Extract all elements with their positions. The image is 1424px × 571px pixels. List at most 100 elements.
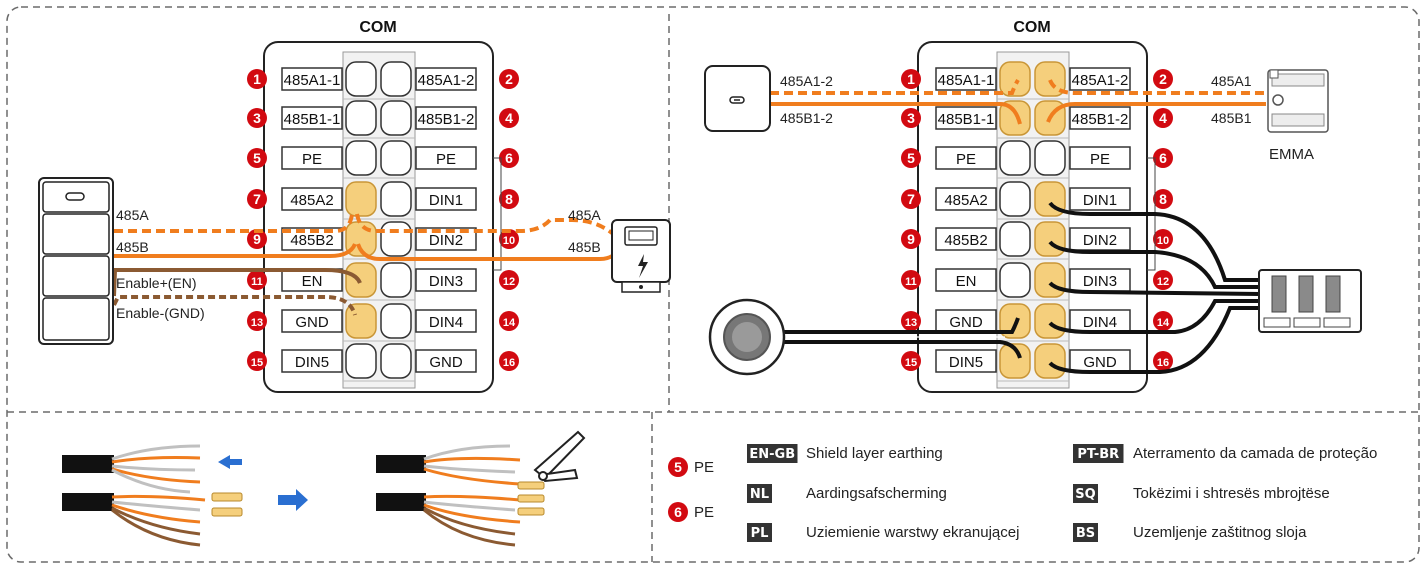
- right-pin-label-left: 485A2: [944, 192, 987, 209]
- left-pin-label-left: 485B1-1: [284, 111, 341, 128]
- left-badge-left-num: 13: [251, 317, 263, 329]
- legend-pe6-num: 6: [674, 504, 682, 520]
- left-pin-label-right: DIN1: [429, 192, 463, 209]
- right-badge-right-num: 12: [1157, 276, 1169, 288]
- legend-pe5-text: PE: [694, 459, 714, 476]
- inverter-stack-icon: [38, 177, 114, 345]
- left-pin-box-right: [415, 67, 477, 91]
- label-enable-gnd: Enable-(GND): [116, 305, 205, 321]
- right-pin-label-right: 485B1-2: [1072, 111, 1129, 128]
- left-terminal-r7: [380, 343, 412, 379]
- left-pe-bracket: [493, 157, 502, 271]
- left-terminal-r0: [380, 61, 412, 97]
- legend-tag: SQ: [1075, 487, 1095, 502]
- legend-text: Aardingsafscherming: [806, 485, 947, 502]
- left-badge-right: [499, 189, 519, 209]
- left-pin-box-left: [281, 187, 343, 211]
- right-badge-left: [901, 351, 921, 371]
- left-pin-box-left: [281, 309, 343, 333]
- right-pin-label-left: 485A1-1: [938, 72, 995, 89]
- right-badge-right-num: 10: [1157, 235, 1169, 247]
- left-pin-box-left: [281, 227, 343, 251]
- emergency-stop-icon: [708, 298, 786, 376]
- left-badge-left: [247, 270, 267, 290]
- di-relay-box-icon: [1258, 269, 1362, 333]
- left-pin-box-right: [415, 146, 477, 170]
- legend-tag: BS: [1076, 526, 1095, 541]
- left-pin-box-left: [281, 146, 343, 170]
- right-badge-left-num: 9: [907, 231, 915, 247]
- legend-tag-bg: [747, 444, 798, 463]
- right-wires: [747, 78, 1266, 374]
- right-badge-left-num: 11: [905, 276, 917, 288]
- legend-tag: PT-BR: [1077, 447, 1119, 462]
- left-badge-left: [247, 189, 267, 209]
- left-badge-right: [499, 311, 519, 331]
- legend-pe6: 6 PE: [668, 502, 714, 522]
- right-terminal-l2: [999, 140, 1031, 176]
- right-pin-label-right: DIN4: [1083, 314, 1117, 331]
- right-badge-left: [901, 148, 921, 168]
- legend-tag-bg: [747, 523, 772, 542]
- right-pin-box-left: [935, 227, 997, 251]
- right-badge-right-num: 4: [1159, 110, 1167, 126]
- left-pin-label-left: EN: [302, 273, 323, 290]
- left-badge-left: [247, 229, 267, 249]
- right-terminal-r4: [1034, 221, 1066, 257]
- right-badge-right: [1153, 270, 1173, 290]
- left-pin-label-left: 485A2: [290, 192, 333, 209]
- left-badge-left-num: 9: [253, 231, 261, 247]
- legend-pe6-text: PE: [694, 504, 714, 521]
- label-meter-485a: 485A: [568, 207, 601, 223]
- right-badge-right-num: 8: [1159, 191, 1167, 207]
- label-485b1-2: 485B1-2: [780, 110, 833, 126]
- right-terminal-r2: [1034, 140, 1066, 176]
- legend-text: Shield layer earthing: [806, 445, 943, 462]
- left-pin-label-left: 485B2: [290, 232, 333, 249]
- left-terminal-l6: [345, 303, 377, 339]
- left-badge-right: [499, 351, 519, 371]
- right-pin-label-right: GND: [1083, 354, 1117, 371]
- right-pin-box-right: [1069, 106, 1131, 130]
- right-badge-right: [1153, 311, 1173, 331]
- label-meter-485b: 485B: [568, 239, 601, 255]
- left-wire-labels: 485A 485B Enable+(EN) Enable-(GND) 485A …: [116, 207, 601, 321]
- left-pin-box-right: [415, 187, 477, 211]
- right-wire-labels: 485A1-2 485B1-2 485A1 485B1 EMMA: [780, 73, 1314, 163]
- left-pin-label-right: 485A1-2: [418, 72, 475, 89]
- left-badge-right-num: 4: [505, 110, 513, 126]
- right-pin-label-left: EN: [956, 273, 977, 290]
- left-terminal-l1: [345, 100, 377, 136]
- arrow-right-icon: [278, 489, 308, 511]
- right-pin-label-left: GND: [949, 314, 983, 331]
- right-badge-left-num: 7: [907, 191, 915, 207]
- right-badge-left-num: 13: [905, 317, 917, 329]
- left-pin-label-left: GND: [295, 314, 329, 331]
- right-terminal-l4: [999, 221, 1031, 257]
- right-pin-box-left: [935, 67, 997, 91]
- outer-frame: [6, 6, 1420, 563]
- right-pin-label-right: DIN1: [1083, 192, 1117, 209]
- left-pin-label-left: PE: [302, 151, 322, 168]
- right-pin-box-left: [935, 349, 997, 373]
- left-com-title: COM: [359, 19, 396, 36]
- left-badge-right: [499, 69, 519, 89]
- emma-device-icon: [1267, 69, 1329, 133]
- right-badge-left: [901, 229, 921, 249]
- left-pin-box-right: [415, 309, 477, 333]
- legend-text: Aterramento da camada de proteção: [1133, 445, 1377, 462]
- legend-tag-bg: [1073, 523, 1098, 542]
- right-pin-label-left: 485B2: [944, 232, 987, 249]
- label-485b1: 485B1: [1211, 110, 1252, 126]
- left-terminal-r1: [380, 100, 412, 136]
- left-terminal-r6: [380, 303, 412, 339]
- right-terminal-r5: [1034, 262, 1066, 298]
- label-485a: 485A: [116, 207, 149, 223]
- left-pin-label-right: 485B1-2: [418, 111, 475, 128]
- right-badge-left-num: 3: [907, 110, 915, 126]
- left-pin-box-right: [415, 268, 477, 292]
- right-pin-box-left: [935, 106, 997, 130]
